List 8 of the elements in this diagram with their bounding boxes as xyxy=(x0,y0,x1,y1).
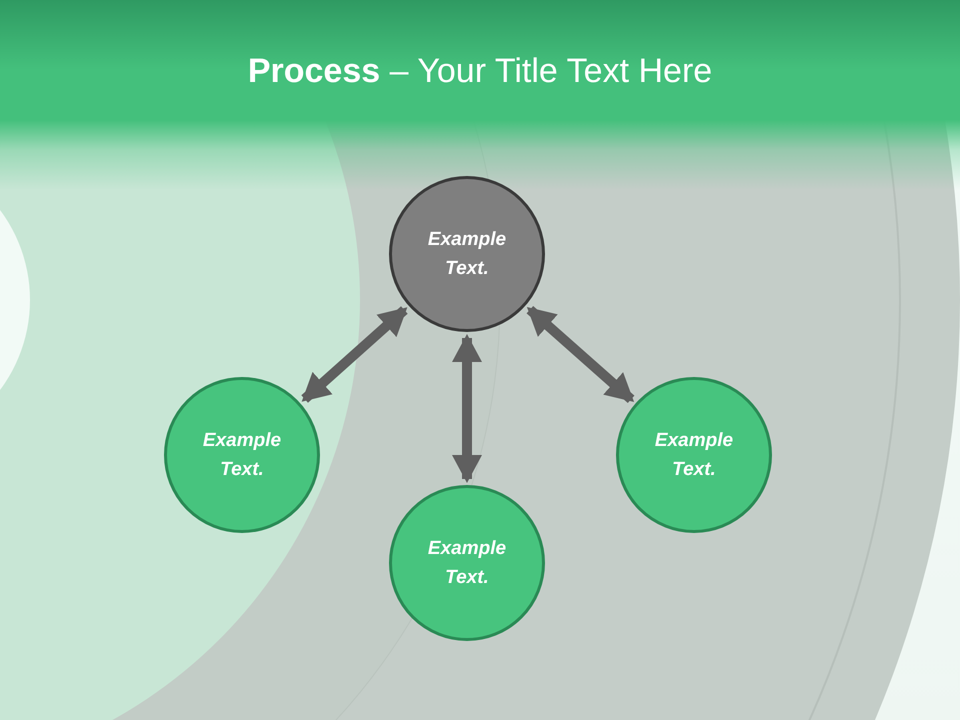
node-text: Example Text. xyxy=(426,537,508,590)
node-text: Example Text. xyxy=(202,429,282,482)
double-arrow xyxy=(452,334,482,483)
node-text: Example Text. xyxy=(426,228,508,281)
double-arrow xyxy=(526,306,634,404)
title: Process – Your Title Text Here xyxy=(246,52,714,91)
node-text: Example Text. xyxy=(654,429,734,482)
double-arrow xyxy=(301,306,408,403)
